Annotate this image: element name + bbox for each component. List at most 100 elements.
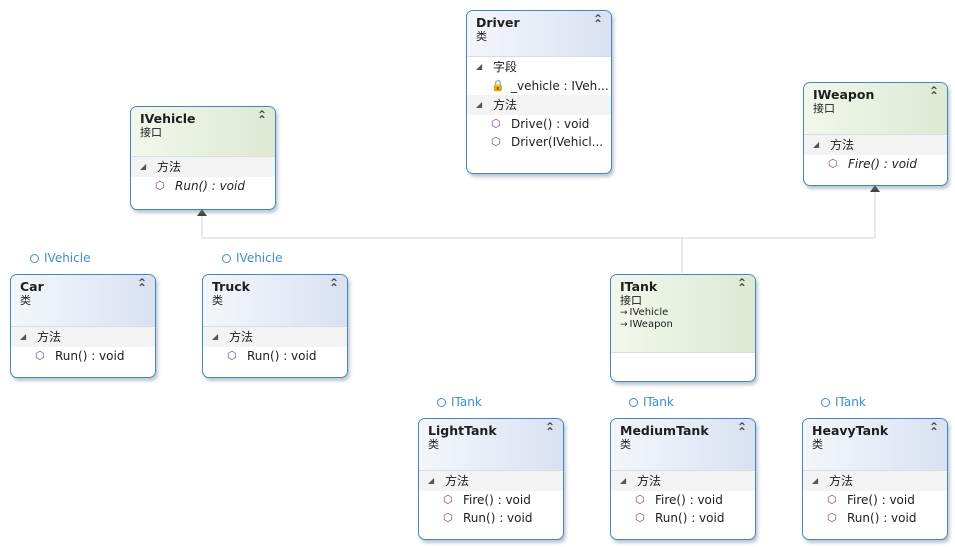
method-icon: ⬡	[155, 179, 165, 192]
section-label: 方法	[493, 98, 518, 112]
field-item[interactable]: 🔒_vehicle : IVeh...	[467, 77, 611, 95]
iweapon-header: IWeapon 接口 ⌃⌃	[804, 83, 947, 135]
method-item[interactable]: ⬡Run() : void	[611, 509, 755, 527]
expand-triangle-icon: ◢	[812, 476, 819, 485]
collapse-button[interactable]: ⌃⌃	[928, 420, 939, 439]
mediumtank-class-box[interactable]: MediumTank 类 ⌃⌃ ◢方法 ⬡ Fire() : void ⬡Run(…	[610, 418, 756, 540]
itank-header: ITank 接口 →IVehicle →IWeapon ⌃⌃	[611, 275, 755, 353]
ivehicle-interface-box[interactable]: IVehicle 接口 ⌃⌃ ◢ 方法 ⬡ Run() : void	[130, 106, 276, 210]
section-label: 方法	[37, 330, 62, 344]
method-item[interactable]: ⬡ Run() : void	[11, 347, 155, 365]
member-text: Fire() : void	[847, 493, 915, 507]
collapse-button[interactable]: ⌃⌃	[328, 276, 339, 295]
method-item[interactable]: ⬡ Fire() : void	[611, 491, 755, 509]
class-name: MediumTank	[620, 423, 709, 438]
interface-kind: 接口	[140, 126, 162, 139]
method-icon: ⬡	[491, 135, 501, 148]
expand-triangle-icon: ◢	[428, 476, 435, 485]
iweapon-arrowhead-icon	[870, 185, 880, 192]
truck-implements-lollipop: IVehicle	[222, 250, 282, 266]
section-label: 字段	[493, 60, 518, 74]
method-icon: ⬡	[35, 349, 45, 362]
itank-interface-box[interactable]: ITank 接口 →IVehicle →IWeapon ⌃⌃	[610, 274, 756, 382]
method-item[interactable]: ⬡ Run() : void	[803, 509, 947, 527]
member-text: Fire() : void	[463, 493, 531, 507]
methods-section-toggle[interactable]: ◢ 方法	[467, 95, 611, 115]
method-item[interactable]: ⬡Run() : void	[419, 509, 563, 527]
inherits-arrow-icon: →	[620, 308, 628, 318]
implements-label: ITank	[451, 395, 482, 409]
ivehicle-arrowhead-icon	[197, 209, 207, 216]
ivehicle-header: IVehicle 接口 ⌃⌃	[131, 107, 275, 157]
method-item[interactable]: ⬡Run() : void	[203, 347, 347, 365]
lighttank-implements-lollipop: ITank	[437, 394, 482, 410]
collapse-button[interactable]: ⌃⌃	[256, 108, 267, 127]
method-item[interactable]: ⬡Fire() : void	[804, 155, 947, 173]
expand-triangle-icon: ◢	[476, 100, 483, 109]
collapse-button[interactable]: ⌃⌃	[928, 84, 939, 103]
section-label: 方法	[830, 138, 855, 152]
car-implements-lollipop: IVehicle	[30, 250, 90, 266]
method-icon: ⬡	[827, 511, 837, 524]
interface-name: ITank	[620, 279, 658, 294]
implements-label: ITank	[835, 395, 866, 409]
iweapon-interface-box[interactable]: IWeapon 接口 ⌃⌃ ◢方法 ⬡Fire() : void	[803, 82, 948, 186]
member-text: Run() : void	[55, 349, 125, 363]
member-text: Run() : void	[655, 511, 725, 525]
collapse-button[interactable]: ⌃⌃	[136, 276, 147, 295]
interface-name: IVehicle	[140, 111, 196, 126]
methods-section-toggle[interactable]: ◢方法	[611, 471, 755, 491]
inherits-item: →IWeapon	[620, 319, 746, 331]
method-item[interactable]: ⬡ Fire() : void	[419, 491, 563, 509]
member-text: Run() : void	[463, 511, 533, 525]
methods-section-toggle[interactable]: ◢方法	[803, 471, 947, 491]
methods-section-toggle[interactable]: ◢方法	[419, 471, 563, 491]
method-icon: ⬡	[491, 117, 501, 130]
class-name: Truck	[212, 279, 250, 294]
member-text: Run() : void	[847, 511, 917, 525]
member-text: Fire() : void	[655, 493, 723, 507]
mediumtank-implements-lollipop: ITank	[629, 394, 674, 410]
member-text: Run() : void	[175, 179, 245, 193]
method-icon: ⬡	[443, 493, 453, 506]
class-kind: 类	[620, 438, 631, 451]
methods-section-toggle[interactable]: ◢方法	[203, 327, 347, 347]
lighttank-class-box[interactable]: LightTank 类 ⌃⌃ ◢方法 ⬡Fire() : void ⬡Run()…	[418, 418, 564, 540]
interface-kind: 接口	[813, 102, 835, 115]
interface-lollipop-icon	[222, 254, 231, 263]
method-icon: ⬡	[635, 493, 645, 506]
member-text: Drive() : void	[511, 117, 590, 131]
car-class-box[interactable]: Car 类 ⌃⌃ ◢方法 ⬡ Run() : void	[10, 274, 156, 378]
class-kind: 类	[20, 294, 31, 307]
methods-section-toggle[interactable]: ◢方法	[11, 327, 155, 347]
car-header: Car 类 ⌃⌃	[11, 275, 155, 327]
class-kind: 类	[812, 438, 823, 451]
methods-section-toggle[interactable]: ◢方法	[804, 135, 947, 155]
class-name: Driver	[476, 15, 520, 30]
inherits-label: IVehicle	[629, 307, 669, 318]
interface-lollipop-icon	[437, 398, 446, 407]
collapse-button[interactable]: ⌃⌃	[544, 420, 555, 439]
methods-section-toggle[interactable]: ◢ 方法	[131, 157, 275, 177]
section-label: 方法	[157, 160, 182, 174]
interface-lollipop-icon	[30, 254, 39, 263]
method-item[interactable]: ⬡ Driver(IVehicl...	[467, 133, 611, 151]
method-item[interactable]: ⬡ Drive() : void	[467, 115, 611, 133]
collapse-button[interactable]: ⌃⌃	[736, 276, 747, 295]
collapse-button[interactable]: ⌃⌃	[736, 420, 747, 439]
expand-triangle-icon: ◢	[620, 476, 627, 485]
class-name: Car	[20, 279, 44, 294]
member-text: Driver(IVehicl...	[511, 135, 604, 149]
fields-section-toggle[interactable]: ◢ 字段	[467, 57, 611, 77]
expand-triangle-icon: ◢	[476, 62, 483, 71]
truck-class-box[interactable]: Truck 类 ⌃⌃ ◢方法 ⬡Run() : void	[202, 274, 348, 378]
expand-triangle-icon: ◢	[140, 162, 147, 171]
implements-label: IVehicle	[44, 251, 91, 265]
driver-header: Driver 类 ⌃⌃	[467, 11, 611, 57]
method-item[interactable]: ⬡Fire() : void	[803, 491, 947, 509]
method-item[interactable]: ⬡ Run() : void	[131, 177, 275, 195]
driver-class-box[interactable]: Driver 类 ⌃⌃ ◢字段 🔒_vehicle : IVeh... ◢方法 …	[466, 10, 612, 174]
collapse-button[interactable]: ⌃⌃	[592, 12, 603, 31]
heavytank-class-box[interactable]: HeavyTank 类 ⌃⌃ ◢方法 ⬡Fire() : void ⬡Run()…	[802, 418, 948, 540]
